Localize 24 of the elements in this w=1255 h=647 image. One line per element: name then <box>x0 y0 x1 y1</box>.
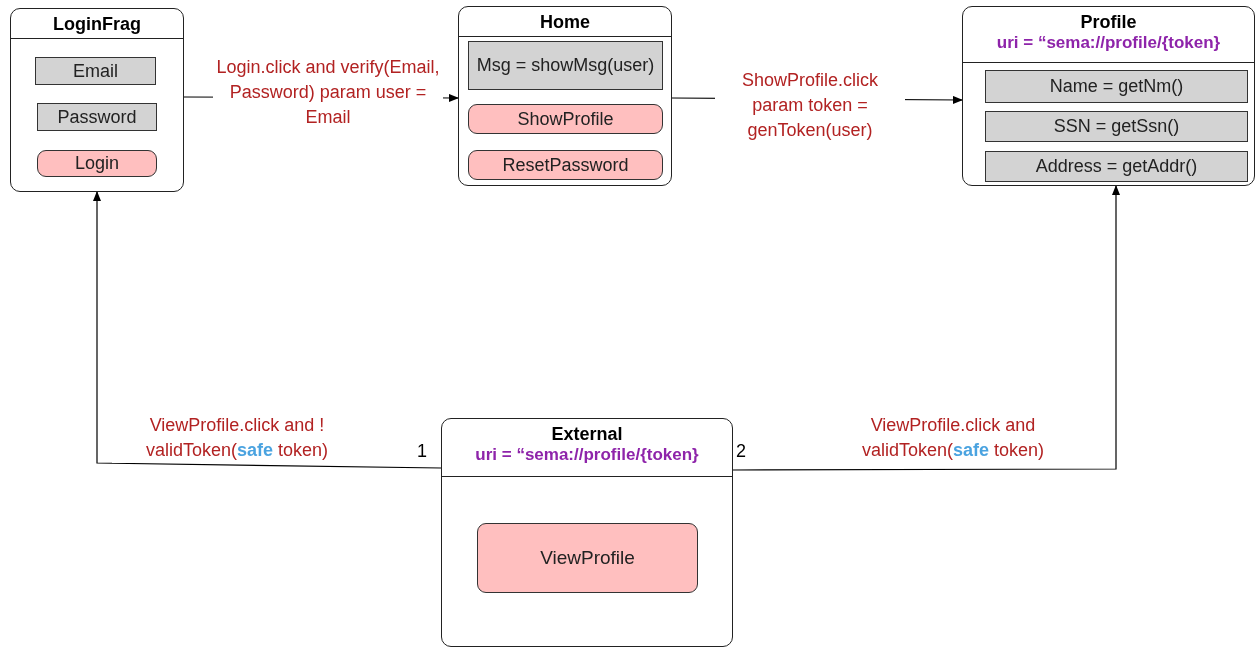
text-field: Name = getNm() <box>985 70 1248 103</box>
screen-panel <box>458 6 672 186</box>
screen-title: LoginFrag <box>52 13 142 35</box>
action-button: ResetPassword <box>468 150 663 180</box>
end-number: 1 <box>417 441 427 462</box>
text-field: Email <box>35 57 156 85</box>
text-field: Address = getAddr() <box>985 151 1248 182</box>
external-panel <box>441 418 733 647</box>
arrow <box>732 185 1120 471</box>
screen-title: External <box>550 423 624 445</box>
action-button: ShowProfile <box>468 104 663 134</box>
screen-panel <box>10 8 184 192</box>
text-field: Msg = showMsg(user) <box>468 41 663 90</box>
action-button: ViewProfile <box>477 523 698 593</box>
uri-text: uri = “sema://profile/{token} <box>474 445 700 465</box>
text-field: Password <box>37 103 157 131</box>
screen-title: Profile <box>1079 11 1138 33</box>
action-button: Login <box>37 150 157 177</box>
screen-title: Home <box>539 11 591 33</box>
end-number: 2 <box>736 441 746 462</box>
uri-text: uri = “sema://profile/{token} <box>995 33 1222 53</box>
screen-panel <box>962 6 1255 186</box>
text-field: SSN = getSsn() <box>985 111 1248 142</box>
arrow <box>93 191 442 469</box>
